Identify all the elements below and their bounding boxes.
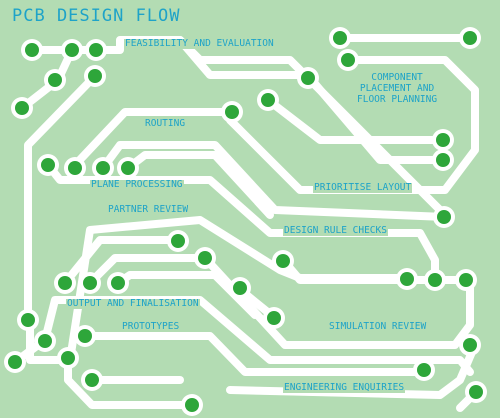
- pad: [121, 161, 135, 175]
- stage-label-component-placement: COMPONENT PLACEMENT AND FLOOR PLANNING: [356, 72, 439, 106]
- trace-left-vertical: [24, 72, 99, 324]
- pad: [417, 363, 431, 377]
- pad: [61, 351, 75, 365]
- stage-label-simulation-review: SIMULATION REVIEW: [328, 321, 428, 332]
- pad: [459, 273, 473, 287]
- pad: [267, 311, 281, 325]
- trace-simulation: [41, 296, 474, 376]
- pad: [48, 73, 62, 87]
- trace-prototypes: [81, 332, 424, 376]
- pad: [89, 43, 103, 57]
- pad: [8, 355, 22, 369]
- trace-top-left-branch: [176, 36, 312, 79]
- pad: [88, 69, 102, 83]
- stage-label-feasibility: FEASIBILITY AND EVALUATION: [124, 38, 275, 49]
- stage-label-design-rule-checks: DESIGN RULE CHECKS: [283, 225, 388, 236]
- trace-engineering-enquiries: [226, 341, 479, 399]
- pad: [83, 276, 97, 290]
- trace-component-placement: [226, 56, 479, 194]
- trace-plane-processing: [99, 141, 449, 221]
- pad: [437, 210, 451, 224]
- pad: [171, 234, 185, 248]
- pad: [333, 31, 347, 45]
- stage-label-prototypes: PROTOTYPES: [121, 321, 181, 332]
- pad: [400, 272, 414, 286]
- pad: [198, 251, 212, 265]
- pad: [469, 385, 483, 399]
- trace-prioritise: [306, 74, 444, 164]
- pad: [15, 101, 29, 115]
- stage-label-routing: ROUTING: [144, 118, 187, 129]
- pad: [85, 373, 99, 387]
- pad: [185, 398, 199, 412]
- trace-routing: [71, 108, 236, 169]
- stage-label-output-finalisation: OUTPUT AND FINALISATION: [66, 298, 200, 309]
- stage-label-partner-review: PARTNER REVIEW: [107, 204, 190, 215]
- pad: [111, 276, 125, 290]
- trace-output-2: [86, 254, 474, 349]
- pad: [233, 281, 247, 295]
- pad: [21, 313, 35, 327]
- stage-label-plane-processing: PLANE PROCESSING: [90, 179, 184, 190]
- pad: [428, 273, 442, 287]
- pad: [261, 93, 275, 107]
- trace-component-pads: [264, 96, 444, 144]
- trace-output: [61, 236, 182, 287]
- pad: [58, 276, 72, 290]
- pad: [436, 133, 450, 147]
- circuit-pads: [4, 27, 487, 416]
- stage-label-engineering-enquiries: ENGINEERING ENQUIRIES: [283, 382, 406, 393]
- pad: [463, 31, 477, 45]
- trace-routing-inner: [44, 161, 439, 284]
- pad: [41, 158, 55, 172]
- stage-label-prioritise-layout: PRIORITISE LAYOUT: [313, 182, 413, 193]
- pad: [25, 43, 39, 57]
- pad: [225, 105, 239, 119]
- pad: [341, 53, 355, 67]
- pad: [436, 153, 450, 167]
- pad: [276, 254, 290, 268]
- pad: [96, 161, 110, 175]
- pad: [68, 161, 82, 175]
- pad: [463, 338, 477, 352]
- diagram-title: PCB DESIGN FLOW: [12, 6, 181, 26]
- pad: [78, 329, 92, 343]
- pad: [65, 43, 79, 57]
- pad: [301, 71, 315, 85]
- pad: [38, 334, 52, 348]
